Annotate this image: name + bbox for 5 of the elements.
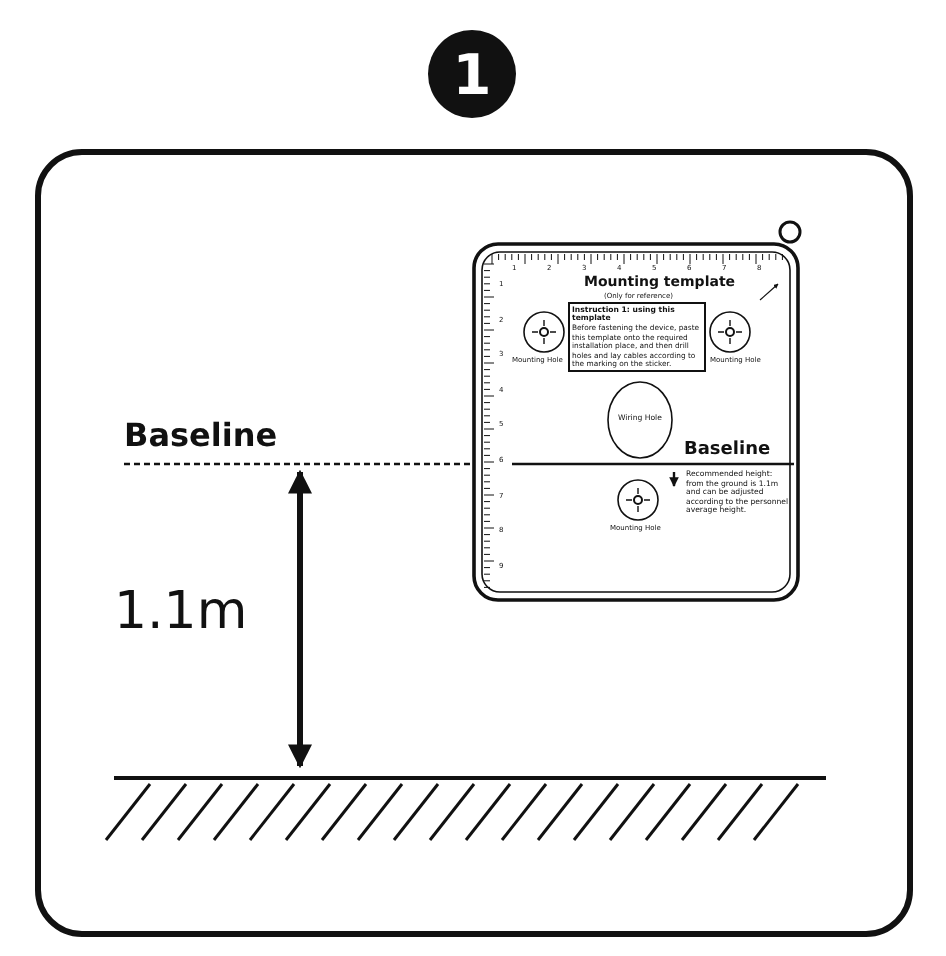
height-label: 1.1m: [114, 584, 248, 642]
step-badge: 1: [428, 30, 516, 118]
baseline-label: Baseline: [124, 418, 278, 454]
baseline-label: Baseline: [684, 442, 771, 462]
instruction-box: [568, 302, 706, 373]
